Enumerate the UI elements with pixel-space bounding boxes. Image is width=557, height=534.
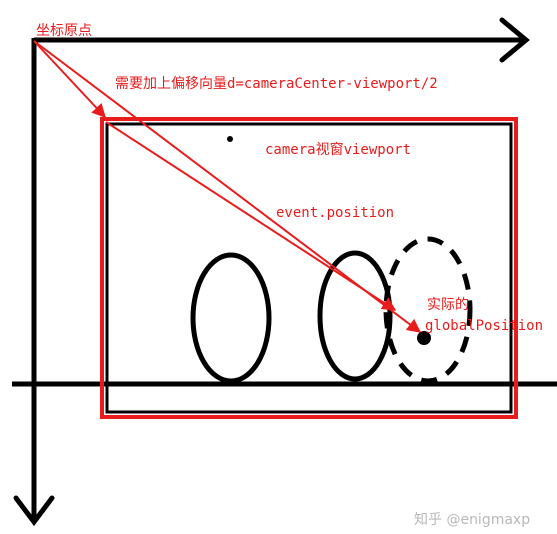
- actual-label-line1: 实际的: [427, 297, 469, 313]
- viewport-inner-rect: [105, 122, 513, 414]
- object-ellipse-left: [190, 252, 272, 384]
- watermark: 知乎 @enigmaxp: [414, 512, 531, 528]
- event-position-label: event.position: [276, 205, 395, 221]
- global-position-arrow: [33, 40, 422, 333]
- object-ellipse-middle: [317, 250, 393, 382]
- origin-label: 坐标原点: [36, 23, 92, 39]
- global-position-dot: [417, 331, 431, 345]
- x-axis-arrowhead: [499, 17, 530, 63]
- offset-arrow: [33, 40, 106, 119]
- camera-viewport-label: camera视窗viewport: [265, 142, 412, 158]
- object-ellipse-dashed: [383, 236, 473, 384]
- event-position-arrow: [105, 121, 397, 311]
- camera-center-dot: [227, 136, 233, 142]
- actual-label-line2: globalPosition: [425, 318, 544, 334]
- y-axis-arrowhead: [13, 495, 55, 527]
- offset-vector-label: 需要加上偏移向量d=cameraCenter-viewport/2: [115, 76, 438, 92]
- viewport-outer-rect: [100, 117, 518, 419]
